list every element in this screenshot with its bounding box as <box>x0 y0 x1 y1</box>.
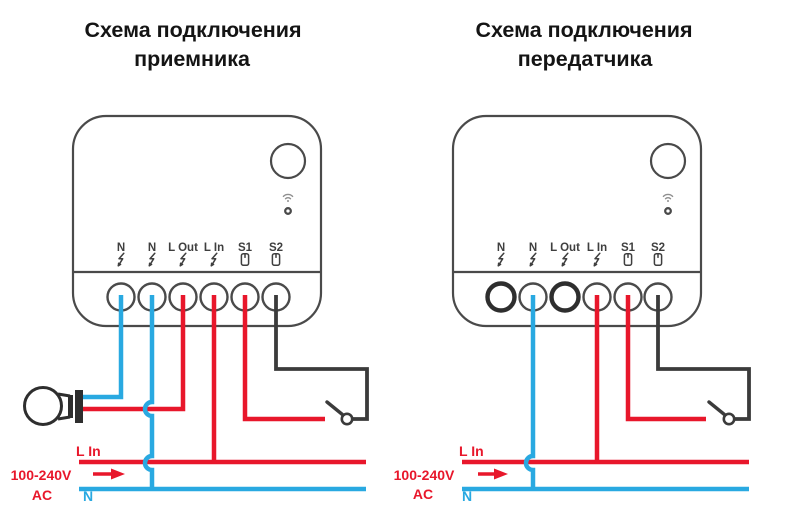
supply-ac-label: AC <box>32 487 52 503</box>
transmitter-title-line1: Схема подключения <box>475 18 692 42</box>
supply-ac-label: AC <box>413 486 433 502</box>
light-bulb <box>23 386 83 426</box>
supply-lin-label: L In <box>76 443 101 459</box>
wire-s2-to-switch <box>274 295 369 421</box>
wire-s1-to-switch <box>625 295 706 422</box>
wire-lout-to-bulb <box>83 295 186 412</box>
supply-voltage-label: 100-240V <box>11 467 72 483</box>
terminal-label-s1: S1 <box>621 242 636 254</box>
wire-n-to-supply <box>523 295 536 489</box>
wire-s2-to-switch <box>656 295 751 421</box>
terminal-label-lout: L Out <box>550 242 580 254</box>
supply-neutral-label: N <box>462 488 472 504</box>
wire-n-to-supply <box>142 295 155 489</box>
wall-switch <box>325 400 354 426</box>
terminal-label-n1: N <box>497 242 505 254</box>
supply-voltage-label: 100-240V <box>394 467 455 483</box>
supply-lin-label: L In <box>459 443 484 459</box>
wall-switch <box>707 400 736 426</box>
supply-neutral-label: N <box>83 488 93 504</box>
wire-s1-to-switch <box>242 295 325 422</box>
transmitter-terminals <box>485 281 673 313</box>
terminal-label-n2: N <box>529 242 537 254</box>
terminal-label-s1: S1 <box>238 242 253 254</box>
pairing-button-circle <box>649 142 687 180</box>
transmitter-terminal-labels: N N L Out L In S1 S2 <box>497 242 665 267</box>
led-indicator-icon <box>664 207 672 215</box>
supply-direction-arrow <box>478 468 508 480</box>
transmitter-device-body <box>451 114 703 328</box>
terminal-lout <box>549 281 581 313</box>
receiver-terminal-labels: N N L Out L In S1 S2 <box>117 242 283 267</box>
terminal-label-n2: N <box>148 242 156 254</box>
terminal-label-lin: L In <box>204 242 224 254</box>
terminal-label-s2: S2 <box>269 242 283 254</box>
terminal-label-s2: S2 <box>651 242 665 254</box>
pairing-button-circle <box>269 142 307 180</box>
terminal-label-n1: N <box>117 242 125 254</box>
transmitter-title-line2: передатчика <box>518 47 654 71</box>
receiver-diagram: Схема подключения приемника N N L Out L … <box>11 18 369 504</box>
terminal-label-lout: L Out <box>168 242 198 254</box>
supply-direction-arrow <box>93 468 125 480</box>
led-indicator-icon <box>284 207 292 215</box>
receiver-title-line2: приемника <box>134 47 251 71</box>
receiver-title-line1: Схема подключения <box>84 18 301 42</box>
terminal-label-lin: L In <box>587 242 607 254</box>
receiver-device-body <box>71 114 323 328</box>
wire-n-to-bulb <box>83 295 124 400</box>
transmitter-diagram: Схема подключения передатчика N N L Out … <box>394 18 751 504</box>
terminal-n1 <box>485 281 517 313</box>
